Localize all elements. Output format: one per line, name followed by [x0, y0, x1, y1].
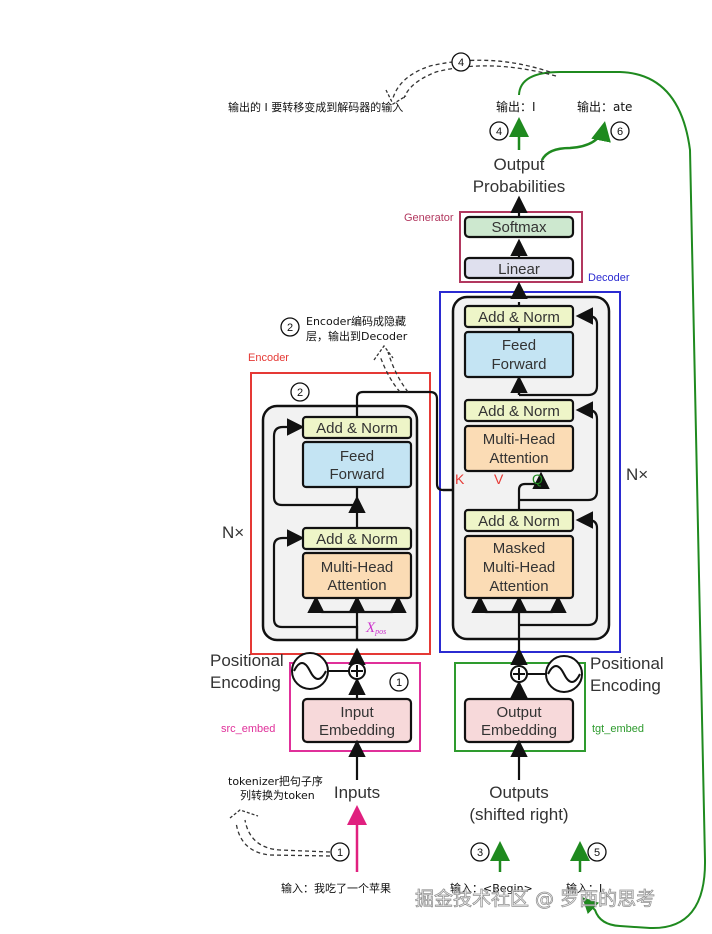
- positional-encoding-right: [510, 655, 583, 693]
- svg-text:Add & Norm: Add & Norm: [478, 403, 560, 420]
- decoder-masked-attention: Masked Multi-Head Attention: [463, 534, 575, 600]
- positional-label-right-2: Encoding: [590, 676, 661, 695]
- svg-text:Feed: Feed: [502, 337, 536, 354]
- encoder-frame: [250, 372, 431, 655]
- step-3-circle: 3: [470, 842, 490, 862]
- annotation-input-begin: 输入：<Begin>: [450, 881, 533, 895]
- svg-text:Attention: Attention: [489, 578, 548, 595]
- annotation-tokenizer-1: tokenizer把句子序: [228, 774, 323, 788]
- step-6-circle: 6: [610, 121, 630, 141]
- x-pos-label: Xpos: [365, 620, 386, 636]
- feedback-loop: [518, 71, 707, 930]
- inputs-label: Inputs: [334, 783, 380, 802]
- step-1-embed-circle: 1: [389, 672, 409, 692]
- svg-text:Output: Output: [496, 704, 542, 721]
- svg-text:Attention: Attention: [327, 577, 386, 594]
- encoder-add-norm-bottom: Add & Norm: [301, 526, 413, 551]
- svg-text:Multi-Head: Multi-Head: [483, 431, 556, 448]
- outputs-label-1: Outputs: [489, 783, 549, 802]
- step-1-input-circle: 1: [330, 842, 350, 862]
- svg-text:Forward: Forward: [329, 466, 384, 483]
- src-embed-label: src_embed: [221, 723, 275, 735]
- svg-text:Attention: Attention: [489, 450, 548, 467]
- decoder-nx-label: N×: [626, 465, 648, 484]
- svg-text:5: 5: [594, 847, 600, 859]
- svg-text:Add & Norm: Add & Norm: [316, 531, 398, 548]
- svg-text:1: 1: [337, 847, 343, 859]
- decoder-add-norm-top: Add & Norm: [463, 304, 575, 329]
- outputs-label-2: (shifted right): [469, 805, 568, 824]
- encoder-multi-head-attention: Multi-Head Attention: [301, 551, 413, 600]
- svg-text:2: 2: [297, 387, 303, 399]
- svg-text:Input: Input: [340, 704, 374, 721]
- step-4-circle: 4: [489, 121, 509, 141]
- annotation-encoder-hidden-2: 层，输出到Decoder: [306, 329, 408, 343]
- decoder-label: Decoder: [588, 272, 630, 284]
- svg-text:2: 2: [287, 322, 293, 334]
- annotation-input-sentence: 输入：我吃了一个苹果: [281, 881, 391, 895]
- encoder-add-norm-top: Add & Norm: [301, 415, 413, 440]
- q-label: Q: [532, 471, 543, 487]
- svg-text:Feed: Feed: [340, 448, 374, 465]
- k-label: K: [455, 471, 465, 487]
- generator-label: Generator: [404, 212, 454, 224]
- svg-text:3: 3: [477, 847, 483, 859]
- svg-text:Add & Norm: Add & Norm: [478, 513, 560, 530]
- svg-text:Add & Norm: Add & Norm: [478, 309, 560, 326]
- encoder-feed-forward: Feed Forward: [301, 440, 413, 489]
- positional-label-right-1: Positional: [590, 654, 664, 673]
- svg-text:Softmax: Softmax: [491, 219, 547, 236]
- softmax-block: Softmax: [463, 215, 575, 239]
- positional-encoding-left: [291, 652, 366, 690]
- decoder-cross-attention: Multi-Head Attention: [463, 424, 575, 473]
- step-5-circle: 5: [587, 842, 607, 862]
- svg-text:Embedding: Embedding: [319, 722, 395, 739]
- step-4-top-circle: 4: [451, 52, 471, 72]
- svg-text:4: 4: [458, 57, 464, 69]
- tgt-embed-label: tgt_embed: [592, 723, 644, 735]
- positional-label-left-1: Positional: [210, 651, 284, 670]
- encoder-nx-label: N×: [222, 523, 244, 542]
- svg-text:6: 6: [617, 126, 623, 138]
- svg-text:4: 4: [496, 126, 502, 138]
- decoder-add-norm-middle: Add & Norm: [463, 398, 575, 423]
- decoder-add-norm-bottom: Add & Norm: [463, 508, 575, 533]
- annotation-output-to-decoder: 输出的 I 要转移变成到解码器的输入: [228, 100, 403, 114]
- positional-label-left-2: Encoding: [210, 673, 281, 692]
- svg-text:Add & Norm: Add & Norm: [316, 420, 398, 437]
- svg-text:Forward: Forward: [491, 356, 546, 373]
- output-probabilities-line2: Probabilities: [473, 177, 566, 196]
- input-embedding-block: Input Embedding: [301, 697, 413, 744]
- step-2-encoder-circle: 2: [290, 382, 310, 402]
- output-embedding-block: Output Embedding: [463, 697, 575, 744]
- svg-text:Linear: Linear: [498, 261, 540, 278]
- annotation-output-i: 输出：I: [496, 99, 536, 114]
- svg-text:Multi-Head: Multi-Head: [321, 559, 394, 576]
- annotation-encoder-hidden-1: Encoder编码成隐藏: [306, 314, 406, 328]
- dashed-arrow-4: [392, 59, 551, 99]
- linear-block: Linear: [463, 256, 575, 280]
- decoder-feed-forward: Feed Forward: [463, 330, 575, 379]
- svg-text:Multi-Head: Multi-Head: [483, 559, 556, 576]
- annotation-tokenizer-2: 列转换为token: [240, 788, 315, 802]
- step-2-annotation-circle: 2: [280, 317, 300, 337]
- annotation-input-i: 输入：I: [566, 881, 602, 895]
- svg-text:Embedding: Embedding: [481, 722, 557, 739]
- watermark: 掘金技术社区 @ 罗西的思考: [415, 888, 655, 910]
- encoder-label: Encoder: [248, 352, 289, 364]
- svg-text:1: 1: [396, 677, 402, 689]
- output-probabilities-line1: Output: [493, 155, 544, 174]
- annotation-output-ate: 输出：ate: [577, 99, 632, 114]
- dashed-arrow-2: [387, 351, 409, 393]
- svg-text:Masked: Masked: [493, 540, 546, 557]
- dashed-arrow-1: [244, 819, 331, 853]
- step6-arrow: [540, 121, 611, 161]
- v-label: V: [494, 471, 504, 487]
- decoder-frame: [439, 291, 621, 653]
